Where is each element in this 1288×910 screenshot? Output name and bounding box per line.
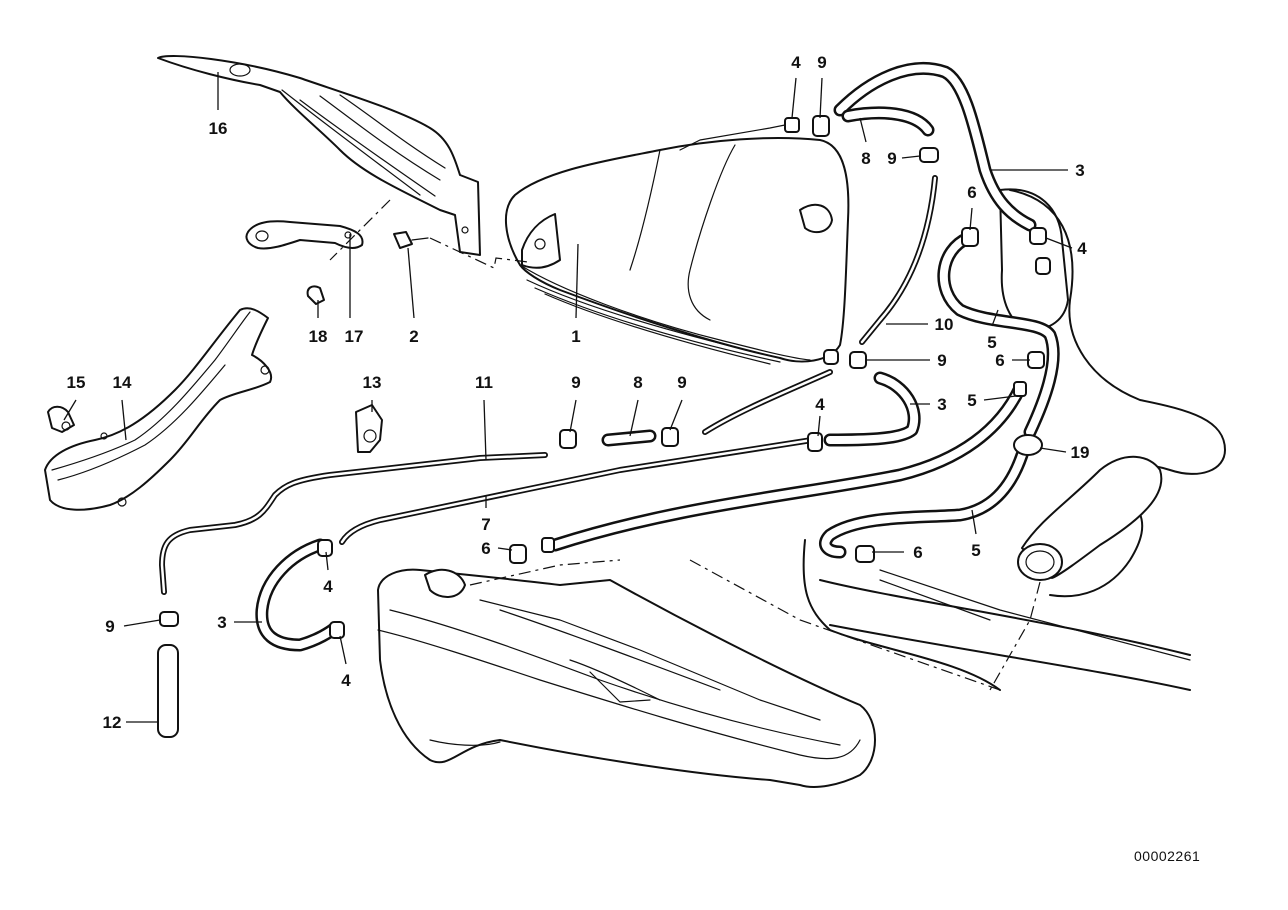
callout-c9f: 9: [105, 617, 114, 636]
fuel-line-10: [859, 175, 938, 345]
callout-c4d: 4: [323, 577, 333, 596]
hose-3-upper: [833, 62, 1037, 232]
callout-c6a: 6: [967, 183, 976, 202]
bracket: [245, 220, 364, 250]
callout-c9d: 9: [887, 149, 896, 168]
fuel-line-11: [159, 452, 548, 595]
callout-c19: 19: [1071, 443, 1090, 462]
fuel-tank: [504, 123, 850, 365]
callout-c13: 13: [363, 373, 382, 392]
callout-c3b: 3: [937, 395, 946, 414]
callout-c1: 1: [571, 327, 580, 346]
callout-c10: 10: [935, 315, 954, 334]
hose-holder-clip: [355, 404, 383, 453]
callout-c4c: 4: [815, 395, 825, 414]
hose-5-upper: [937, 231, 1060, 439]
protective-shield: [44, 307, 273, 511]
callout-c9c: 9: [817, 53, 826, 72]
callout-c2: 2: [409, 327, 418, 346]
callout-c5a: 5: [987, 333, 996, 352]
callout-c8a: 8: [633, 373, 642, 392]
hose-5-lower: [548, 381, 1027, 552]
assembly-line-filler: [989, 581, 1041, 691]
callout-c8b: 8: [861, 149, 870, 168]
callout-c6b: 6: [995, 351, 1004, 370]
callout-c3c: 3: [217, 613, 226, 632]
callout-c3a: 3: [1075, 161, 1084, 180]
callout-c18: 18: [309, 327, 328, 346]
hose-3-lower: [255, 538, 342, 652]
callout-c4b: 4: [1077, 239, 1087, 258]
callout-c6c: 6: [481, 539, 490, 558]
callout-c9a: 9: [571, 373, 580, 392]
fuel-line-center: [702, 369, 833, 435]
hose-clamps: [159, 115, 1051, 639]
callout-c14: 14: [113, 373, 132, 392]
callout-c6d: 6: [913, 543, 922, 562]
hose-5-filler: [819, 448, 1029, 559]
callout-c5c: 5: [971, 541, 980, 560]
callout-c17: 17: [345, 327, 364, 346]
filler-neck: [1017, 455, 1163, 581]
hose-8-upper: [841, 106, 935, 137]
reference-number: 00002261: [1134, 848, 1201, 864]
callout-c4a: 4: [791, 53, 801, 72]
heat-shield-cover: [157, 55, 481, 256]
callout-c11: 11: [475, 373, 493, 392]
callout-c9e: 9: [937, 351, 946, 370]
lower-fuel-tank: [377, 559, 1001, 788]
callout-c4e: 4: [341, 671, 351, 690]
hose-12-vent: [157, 644, 179, 738]
push-clip: [306, 285, 325, 305]
screw: [393, 231, 429, 249]
assembly-line-clip: [329, 199, 391, 261]
callout-c7: 7: [481, 515, 490, 534]
expansion-tank-right: [999, 188, 1069, 331]
callout-c9b: 9: [677, 373, 686, 392]
callout-c16: 16: [209, 119, 228, 138]
callout-c12: 12: [103, 713, 122, 732]
callout-c15: 15: [67, 373, 86, 392]
hose-8-middle: [601, 429, 657, 447]
callout-c5b: 5: [967, 391, 976, 410]
assembly-line-screw-to-tank: [429, 237, 529, 269]
fuel-line-7: [339, 437, 815, 545]
hose-3-middle: [823, 371, 921, 447]
